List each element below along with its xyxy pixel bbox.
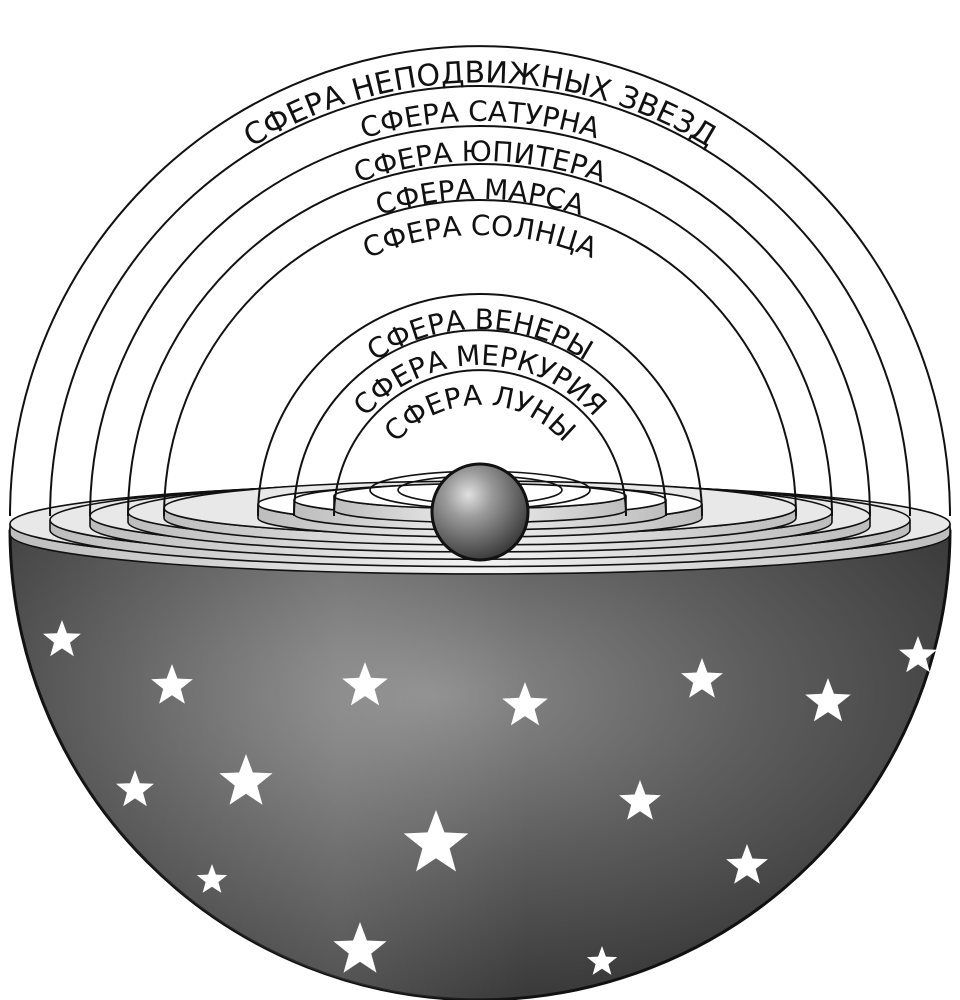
earth-globe	[432, 464, 528, 560]
earth-icon	[432, 464, 528, 560]
hemisphere-sheen	[10, 530, 950, 1000]
lower-hemisphere	[10, 530, 950, 1000]
